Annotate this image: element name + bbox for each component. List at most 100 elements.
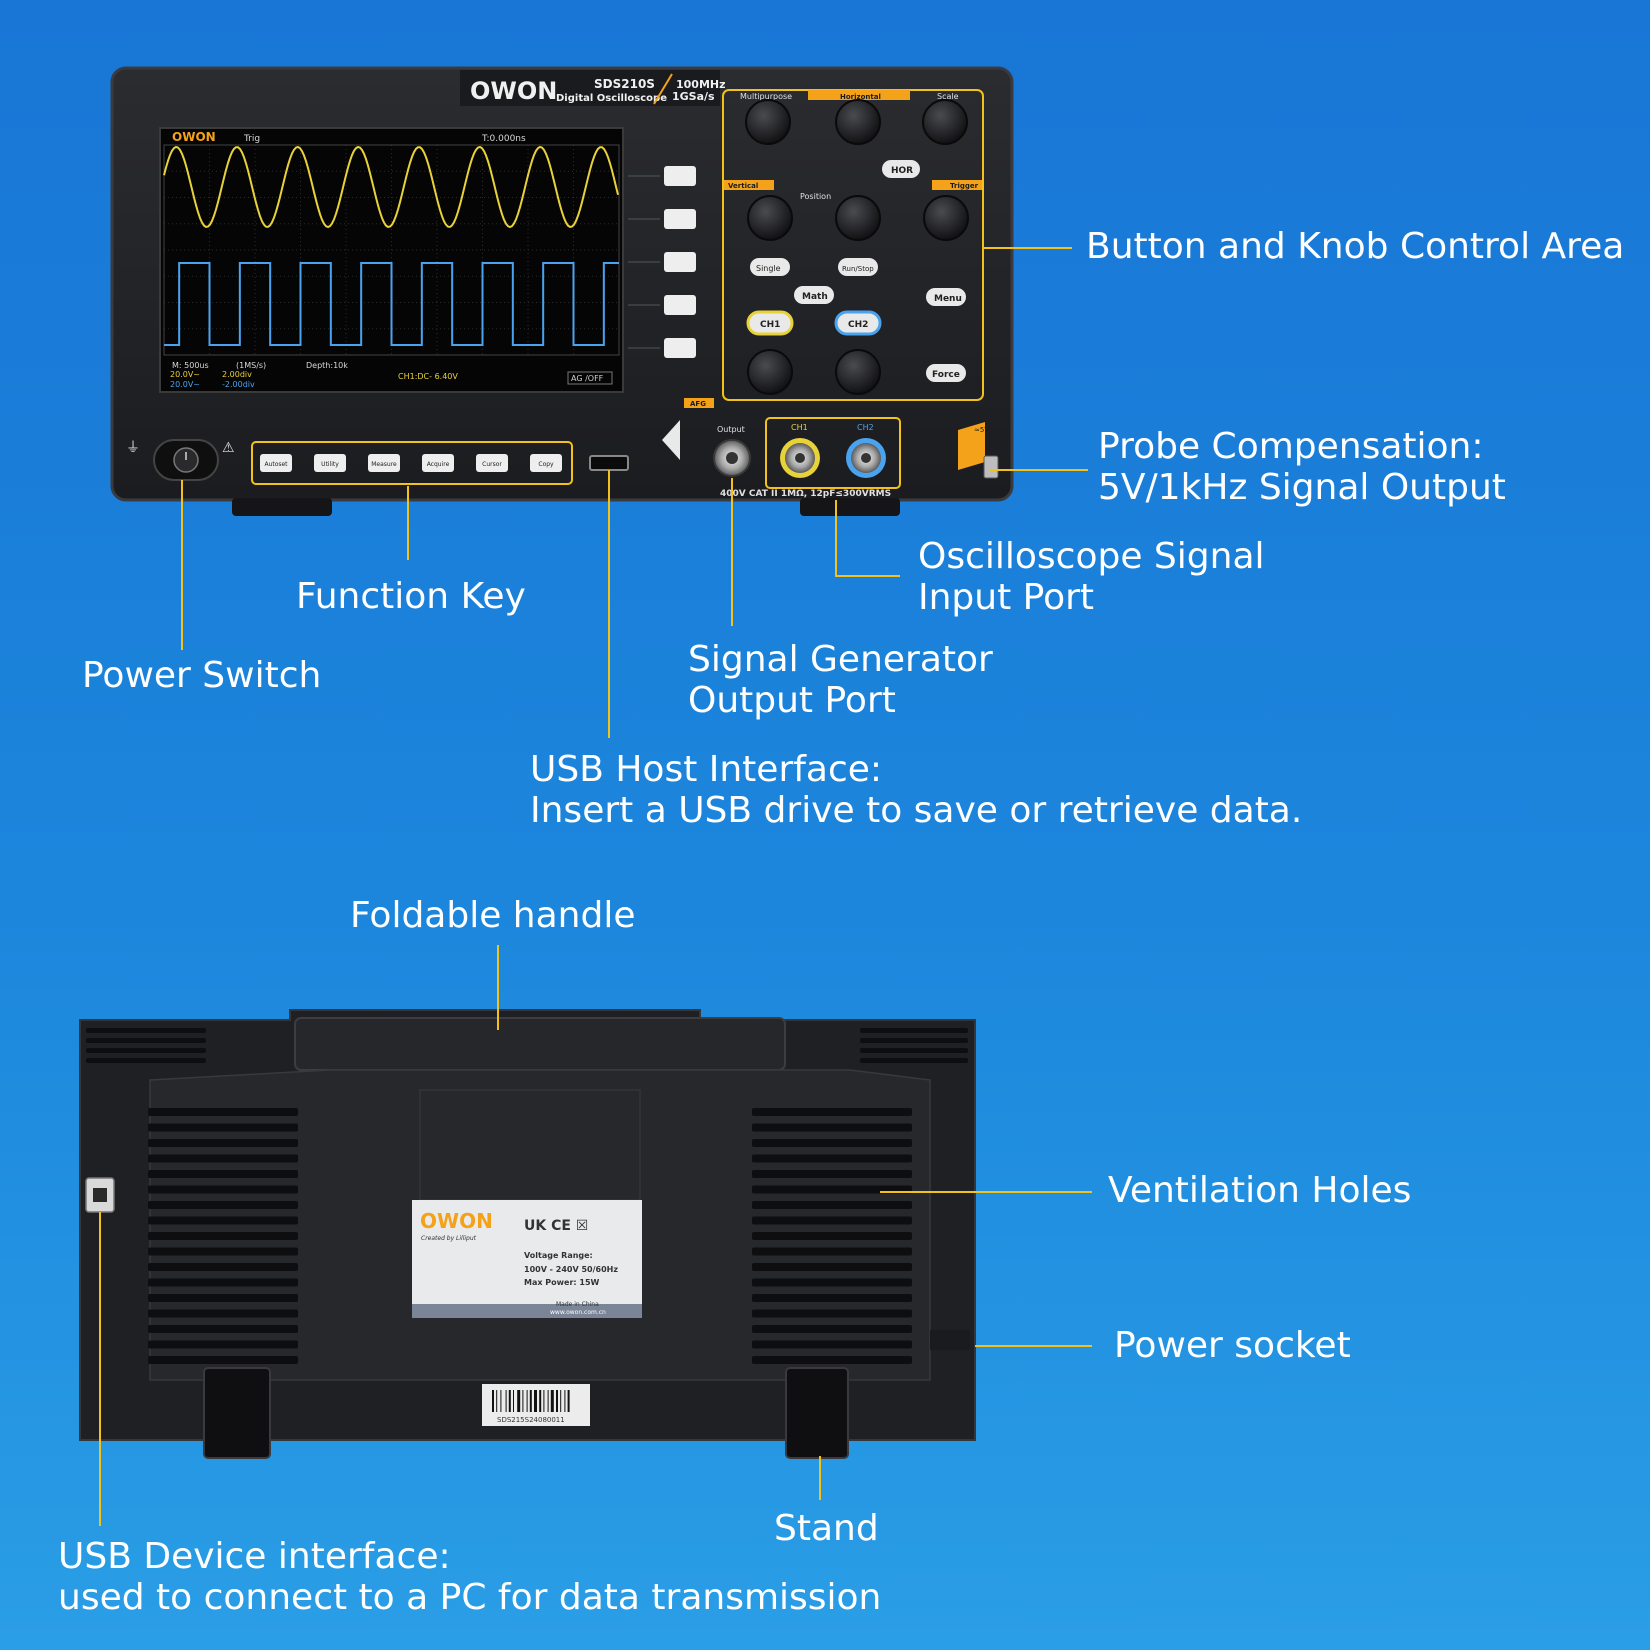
callout-stand: Stand (774, 1508, 879, 1549)
screen-sample: (1MS/s) (236, 361, 266, 370)
ch1-position-knob[interactable] (747, 195, 793, 241)
svg-text:CH2: CH2 (848, 320, 868, 330)
ventilation-holes-left (148, 1108, 298, 1364)
svg-text:HOR: HOR (891, 166, 913, 176)
screen-grid (163, 144, 620, 356)
foldable-handle (294, 1017, 786, 1071)
callout-power-socket: Power socket (1114, 1325, 1351, 1366)
screen-depth: Depth:10k (306, 361, 348, 370)
callout-oscilloscope-input: Oscilloscope Signal Input Port (918, 536, 1265, 618)
run-stop-button[interactable]: Run/Stop (838, 258, 878, 276)
signal-generator-output-port[interactable] (713, 439, 751, 477)
soft-key[interactable] (664, 209, 696, 229)
soft-key[interactable] (664, 338, 696, 358)
screen-ch1-volts: 20.0V~ (170, 370, 200, 379)
input-port-outline (765, 417, 901, 489)
svg-text:Single: Single (756, 264, 781, 273)
soft-keys (628, 166, 696, 358)
function-key-cursor[interactable]: Cursor (476, 454, 508, 472)
svg-text:CH1: CH1 (760, 320, 780, 330)
function-key-utility[interactable]: Utility (314, 454, 346, 472)
power-switch[interactable] (153, 439, 219, 481)
section-vertical: Vertical (728, 182, 758, 190)
port-ch2-label: CH2 (857, 423, 874, 432)
voltage-range-title: Voltage Range: (524, 1251, 593, 1260)
callout-signal-generator: Signal Generator Output Port (688, 639, 993, 721)
function-key-acquire[interactable]: Acquire (422, 454, 454, 472)
function-key-label: Measure (371, 461, 397, 468)
single-button[interactable]: Single (750, 258, 790, 276)
back-brand-logo: OWON (420, 1209, 493, 1233)
cert-marks-icon: UK CE ☒ (524, 1218, 588, 1234)
math-button[interactable]: Math (794, 286, 834, 304)
callout-power-switch: Power Switch (82, 655, 322, 696)
probe-comp-terminal[interactable] (983, 455, 999, 479)
front-brand-logo: OWON (470, 77, 557, 105)
section-trigger: Trigger (950, 182, 979, 190)
spec-bandwidth: 100MHz (676, 78, 726, 91)
function-key-label: Utility (321, 461, 339, 468)
usb-device-port[interactable] (85, 1177, 115, 1213)
ventilation-holes-right (752, 1108, 912, 1364)
voltage-range: 100V - 240V 50/60Hz (524, 1265, 618, 1274)
callout-probe-compensation: Probe Compensation: 5V/1kHz Signal Outpu… (1098, 426, 1506, 508)
function-key-measure[interactable]: Measure (368, 454, 400, 472)
port-ch1-label: CH1 (791, 423, 808, 432)
ch2-button[interactable]: CH2 (834, 310, 882, 336)
callout-function-key: Function Key (296, 576, 526, 617)
made-in: Made in China (556, 1301, 599, 1308)
screen-trigger-info: CH1:DC- 6.40V (398, 372, 458, 381)
front-foot (800, 498, 900, 516)
function-key-autoset[interactable]: Autoset (260, 454, 292, 472)
ch1-input-port[interactable] (780, 438, 820, 478)
force-button[interactable]: Force (926, 364, 966, 382)
screen-status: Trig (243, 134, 260, 144)
ch2-input-port[interactable] (846, 438, 886, 478)
screen-ch1-div: 2.00div (222, 370, 252, 379)
svg-text:Menu: Menu (934, 294, 962, 304)
function-key-label: Copy (538, 461, 554, 468)
callout-button-knob-area: Button and Knob Control Area (1086, 226, 1625, 267)
power-socket[interactable] (930, 1330, 970, 1350)
serial-number: SDS215S24080011 (497, 1416, 565, 1424)
ch1-scale-knob[interactable] (747, 349, 793, 395)
soft-key[interactable] (664, 252, 696, 272)
callout-usb-device: USB Device interface: used to connect to… (58, 1536, 882, 1618)
multipurpose-knob[interactable] (745, 99, 791, 145)
callout-ventilation-holes: Ventilation Holes (1108, 1170, 1412, 1211)
spec-sample-rate: 1GSa/s (672, 90, 715, 103)
soft-key[interactable] (664, 295, 696, 315)
trace-ch1 (163, 145, 619, 229)
menu-button[interactable]: Menu (926, 288, 966, 306)
port-output-label: Output (717, 425, 745, 434)
barcode (492, 1390, 570, 1412)
soft-key[interactable] (664, 166, 696, 186)
svg-text:Run/Stop: Run/Stop (842, 265, 874, 273)
ch2-scale-knob[interactable] (835, 349, 881, 395)
back-arrow-button[interactable] (662, 420, 680, 460)
back-body (79, 1009, 976, 1441)
probe-comp-label: ≈5V (974, 426, 989, 434)
ventilation-holes-top (86, 1028, 968, 1063)
ch1-button[interactable]: CH1 (746, 310, 794, 336)
warning-icon: ⚠ (222, 440, 235, 456)
section-multipurpose: Multipurpose (740, 92, 792, 101)
stand-right (785, 1367, 849, 1459)
screen-trigger-time: T:0.000ns (481, 134, 526, 144)
front-model: SDS210S (594, 77, 655, 91)
ch2-position-knob[interactable] (835, 195, 881, 241)
screen-brand: OWON (172, 130, 216, 144)
rating-label (412, 1200, 642, 1318)
trigger-level-knob[interactable] (923, 195, 969, 241)
section-afg: AFG (690, 400, 706, 408)
usb-host-port[interactable] (589, 455, 629, 471)
brand-bar (460, 70, 720, 106)
screen-timebase: M: 500us (172, 361, 209, 370)
max-power: Max Power: 15W (524, 1278, 600, 1287)
horizontal-scale-knob[interactable] (922, 99, 968, 145)
horizontal-position-knob[interactable] (835, 99, 881, 145)
callout-usb-host: USB Host Interface: Insert a USB drive t… (530, 749, 1303, 831)
hor-button[interactable]: HOR (882, 160, 920, 178)
function-key-copy[interactable]: Copy (530, 454, 562, 472)
oscilloscope-front-panel: OWON SDS210S Digital Oscilloscope 100MHz… (110, 66, 1014, 516)
